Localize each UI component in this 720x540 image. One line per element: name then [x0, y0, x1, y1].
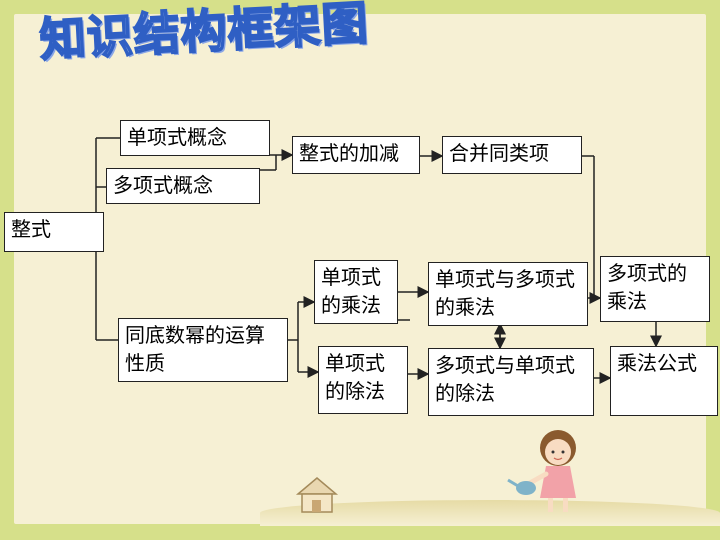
node-dan-chufa: 单项式的除法 — [318, 346, 408, 414]
node-duo-yu-dan-chu: 多项式与单项式的除法 — [428, 348, 594, 416]
node-dan-chengfa: 单项式的乘法 — [314, 260, 398, 324]
girl-watering-icon — [507, 430, 576, 512]
node-duo-chengfa: 多项式的乘法 — [600, 256, 710, 322]
house-icon — [295, 477, 339, 513]
node-danxiangshi-gainian: 单项式概念 — [120, 120, 270, 156]
node-hebing-tonglei: 合并同类项 — [442, 136, 582, 174]
node-dan-yu-duo-cheng: 单项式与多项式的乘法 — [428, 262, 588, 326]
node-chengfa-gongshi: 乘法公式 — [610, 346, 718, 416]
node-zhengshi-jiajian: 整式的加减 — [292, 136, 420, 174]
ground-decoration — [260, 500, 720, 526]
node-duoxiangshi-gainian: 多项式概念 — [106, 168, 260, 204]
node-zhengshi: 整式 — [4, 212, 104, 252]
node-tongdi-mi: 同底数幂的运算性质 — [118, 318, 288, 382]
